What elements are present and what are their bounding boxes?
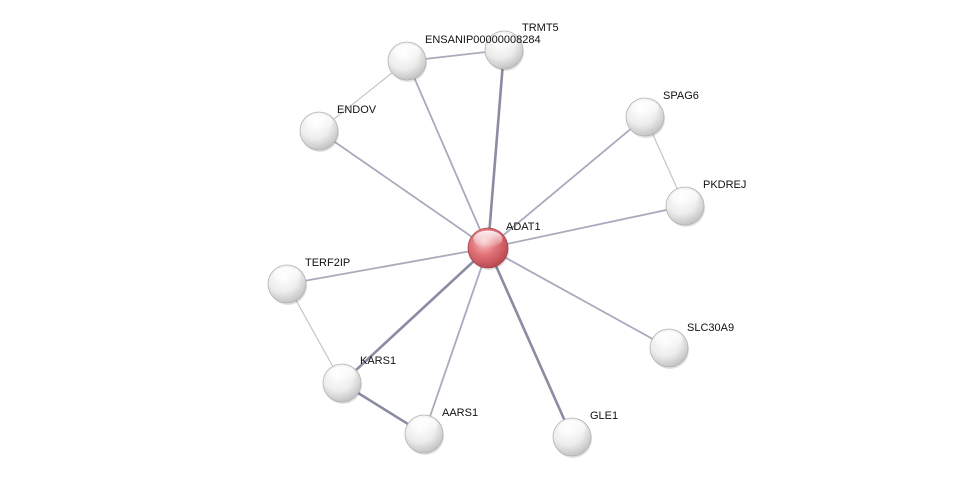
node-kars1[interactable]: KARS1: [322, 355, 396, 404]
edge-adat1-terf2ip[interactable]: [286, 247, 489, 285]
edge-adat1-aars1[interactable]: [423, 247, 489, 435]
node-label: PKDREJ: [703, 179, 746, 191]
node-gloss: [473, 230, 503, 248]
node-gloss: [558, 420, 586, 437]
node-gloss: [328, 366, 356, 383]
node-terf2ip[interactable]: TERF2IP: [267, 257, 350, 305]
node-label: KARS1: [360, 355, 396, 367]
node-endov[interactable]: ENDOV: [299, 104, 377, 152]
node-label: ENDOV: [337, 104, 377, 116]
edge-adat1-spag6[interactable]: [487, 116, 646, 249]
node-label: ADAT1: [506, 221, 541, 233]
node-adat1[interactable]: ADAT1: [467, 221, 541, 270]
edge-adat1-ensanip00000008284[interactable]: [406, 60, 489, 249]
edge-adat1-slc30a9[interactable]: [487, 247, 670, 349]
edge-adat1-gle1[interactable]: [486, 246, 574, 439]
node-label: AARS1: [442, 407, 478, 419]
node-gloss: [490, 33, 518, 50]
node-ensanip00000008284[interactable]: ENSANIP00000008284: [387, 34, 541, 82]
node-label: SPAG6: [663, 90, 699, 102]
node-gloss: [393, 44, 421, 61]
node-label: TRMT5: [522, 22, 559, 34]
node-gloss: [273, 267, 301, 284]
node-label: SLC30A9: [687, 322, 734, 334]
node-gloss: [655, 331, 683, 348]
node-label: GLE1: [590, 410, 618, 422]
edge-adat1-kars1[interactable]: [340, 246, 490, 385]
node-pkdrej[interactable]: PKDREJ: [665, 179, 746, 227]
node-aars1[interactable]: AARS1: [404, 407, 478, 455]
node-spag6[interactable]: SPAG6: [625, 90, 699, 138]
node-slc30a9[interactable]: SLC30A9: [649, 322, 734, 369]
node-gle1[interactable]: GLE1: [552, 410, 618, 458]
node-gloss: [631, 100, 659, 117]
node-gloss: [305, 114, 333, 131]
node-trmt5[interactable]: TRMT5: [484, 22, 559, 71]
node-gloss: [671, 189, 699, 206]
edge-adat1-endov[interactable]: [318, 130, 489, 249]
node-gloss: [410, 417, 438, 434]
node-label: TERF2IP: [305, 257, 350, 269]
edge-adat1-trmt5[interactable]: [486, 48, 506, 250]
node-label: ENSANIP00000008284: [425, 34, 541, 46]
edge-adat1-pkdrej[interactable]: [487, 205, 686, 249]
